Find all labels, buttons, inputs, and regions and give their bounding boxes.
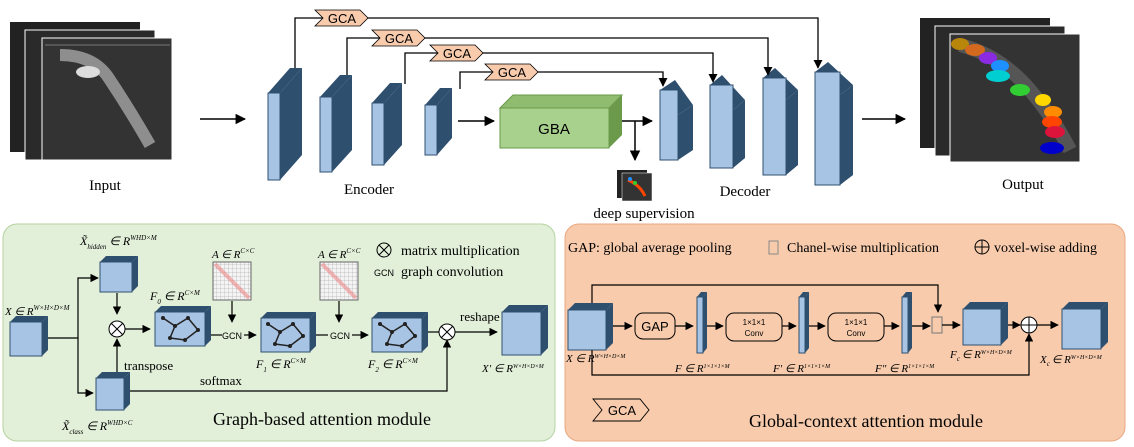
segmented-tooth bbox=[991, 60, 1009, 72]
f2-graph-block bbox=[371, 312, 428, 353]
f-double-prime-math: F″ ∈ R1×1×1×M bbox=[874, 363, 935, 375]
f0-math: F0∈ RC×M bbox=[149, 289, 201, 306]
xc-math: Xc∈ RW×H×D×M bbox=[1039, 354, 1103, 368]
conv-box-2 bbox=[827, 312, 885, 342]
x-hidden-math: X̃hidden∈ RWHD×M bbox=[79, 234, 158, 251]
f1-graph-block bbox=[260, 312, 316, 353]
graph-output-block bbox=[501, 305, 548, 356]
input-label: Input bbox=[89, 178, 121, 194]
gap-legend-text: GAP: global average pooling bbox=[568, 241, 732, 256]
matmul-node-1 bbox=[108, 320, 126, 338]
svg-text:1×1×1: 1×1×1 bbox=[743, 318, 766, 327]
f-math: F ∈ R1×1×1×M bbox=[674, 363, 731, 375]
encoder-block-4 bbox=[424, 88, 452, 156]
encoder-block-2 bbox=[319, 75, 352, 173]
fc-math: Fc∈ RW×H×D×M bbox=[949, 349, 1013, 363]
decoder-label: Decoder bbox=[720, 184, 771, 200]
gcn-legend-text: graph convolution bbox=[401, 265, 503, 280]
svg-text:GCA: GCA bbox=[443, 46, 472, 61]
gca-output-block bbox=[1061, 302, 1108, 350]
encoder-block-1 bbox=[267, 68, 302, 181]
graph-module-title: Graph-based attention module bbox=[213, 409, 431, 429]
fc-block bbox=[962, 302, 1008, 346]
gcn-node-2: GCN bbox=[330, 331, 350, 341]
f-vector bbox=[696, 292, 707, 354]
segmented-tooth bbox=[1035, 94, 1051, 106]
x-hidden-block bbox=[99, 256, 138, 293]
gcn-legend-symbol: GCN bbox=[374, 268, 394, 278]
svg-text:GCA: GCA bbox=[608, 403, 637, 418]
gca-module-title: Global-context attention module bbox=[749, 411, 983, 431]
voxel-add-node bbox=[1020, 316, 1038, 334]
x-class-block bbox=[95, 372, 130, 411]
gca-tag-4: GCA bbox=[484, 63, 539, 81]
segmented-tooth bbox=[1042, 116, 1062, 128]
decoder-block-4 bbox=[814, 62, 853, 186]
graph-input-block bbox=[9, 316, 48, 357]
deep-supervision-thumbnail bbox=[617, 170, 653, 202]
svg-text:GCA: GCA bbox=[385, 31, 414, 46]
matmul-legend-symbol bbox=[376, 242, 392, 258]
skip-connections bbox=[294, 17, 823, 89]
reshape-label: reshape bbox=[460, 309, 500, 324]
deep-supervision-label: deep supervision bbox=[593, 206, 695, 222]
matmul-node-2 bbox=[438, 323, 456, 341]
encoder-label: Encoder bbox=[344, 182, 394, 198]
f-prime-math: F′ ∈ R1×1×1×M bbox=[772, 363, 831, 375]
input-ct-stack bbox=[10, 22, 173, 161]
graph-input-math: X ∈ RW×H×D×M bbox=[4, 304, 71, 318]
gca-tag-2: GCA bbox=[371, 29, 426, 47]
svg-text:Conv: Conv bbox=[847, 329, 866, 338]
a1-math: A ∈ RC×C bbox=[211, 247, 255, 261]
decoder-block-3 bbox=[762, 68, 798, 176]
segmented-tooth bbox=[1045, 126, 1065, 138]
gba-block bbox=[498, 94, 624, 149]
channel-mult-legend-text: Chanel-wise multiplication bbox=[787, 241, 939, 256]
segmented-tooth bbox=[1040, 142, 1064, 154]
f1-math: F1∈ RC×M bbox=[255, 357, 307, 374]
gba-label: GBA bbox=[538, 121, 570, 138]
graph-output-math: X′ ∈ RW×H×D×M bbox=[481, 363, 545, 375]
segmented-tooth bbox=[1010, 84, 1030, 96]
segmented-tooth bbox=[986, 70, 1010, 82]
gca-input-block bbox=[567, 303, 613, 351]
transpose-label: transpose bbox=[124, 358, 173, 373]
decoder-block-2 bbox=[709, 75, 745, 169]
gca-input-math: X ∈ RW×H×D×M bbox=[565, 353, 626, 365]
softmax-label: softmax bbox=[200, 373, 242, 388]
f-prime-vector bbox=[798, 292, 809, 354]
svg-text:Conv: Conv bbox=[745, 329, 764, 338]
voxel-add-legend-text: voxel-wise adding bbox=[994, 241, 1097, 256]
voxel-add-legend-symbol bbox=[974, 239, 990, 255]
channel-mult-legend-symbol bbox=[768, 240, 779, 255]
x-class-math: X̃class∈ RWHD×C bbox=[61, 419, 133, 436]
a2-math: A ∈ RC×C bbox=[317, 247, 361, 261]
f0-graph-block bbox=[154, 306, 211, 347]
adjacency-matrix-1 bbox=[212, 261, 252, 301]
segmented-tooth bbox=[951, 38, 969, 50]
segmented-tooth bbox=[965, 44, 985, 56]
segmented-tooth bbox=[979, 52, 997, 64]
f2-math: F2∈ RC×M bbox=[367, 357, 419, 374]
gca-tag-1: GCA bbox=[314, 9, 369, 27]
output-teeth bbox=[951, 38, 1065, 154]
output-segmentation-stack bbox=[920, 18, 1081, 163]
decoder-block-1 bbox=[659, 80, 693, 161]
svg-text:GCA: GCA bbox=[328, 11, 357, 26]
f-double-prime-vector bbox=[901, 292, 912, 354]
svg-text:GAP: GAP bbox=[641, 319, 668, 334]
gcn-node-1: GCN bbox=[222, 331, 242, 341]
gca-legend-tag: GCA bbox=[592, 398, 650, 422]
svg-text:GCA: GCA bbox=[498, 65, 527, 80]
segmented-tooth bbox=[1044, 106, 1062, 118]
svg-text:1×1×1: 1×1×1 bbox=[845, 318, 868, 327]
output-label: Output bbox=[1002, 177, 1045, 193]
gca-tag-3: GCA bbox=[429, 44, 484, 62]
adjacency-matrix-2 bbox=[319, 261, 359, 301]
matmul-legend-text: matrix multiplication bbox=[401, 244, 520, 259]
encoder-block-3 bbox=[371, 83, 402, 166]
conv-box-1 bbox=[725, 312, 783, 342]
